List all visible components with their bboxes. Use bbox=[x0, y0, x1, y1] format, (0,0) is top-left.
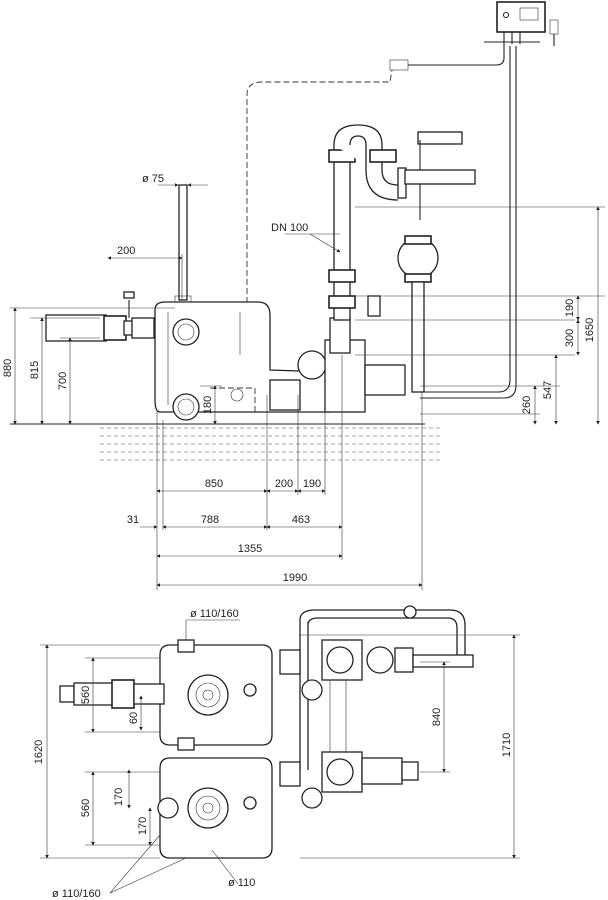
dim-560-upper: 560 bbox=[80, 686, 92, 704]
dim-463: 463 bbox=[292, 514, 310, 526]
top-inlet bbox=[59, 679, 165, 709]
dim-300: 300 bbox=[564, 329, 576, 347]
top-pipework bbox=[279, 605, 474, 809]
dim-850: 850 bbox=[205, 478, 223, 490]
dim-880: 880 bbox=[2, 359, 14, 377]
float-switch bbox=[389, 59, 409, 71]
dim-560-lower: 560 bbox=[80, 799, 92, 817]
vent-pipe bbox=[174, 184, 192, 309]
dim-1990: 1990 bbox=[283, 572, 307, 584]
inlet-pipe bbox=[45, 291, 155, 342]
dim-260: 260 bbox=[521, 396, 533, 414]
dim-200-top: 200 bbox=[117, 245, 135, 257]
control-cable bbox=[408, 44, 505, 66]
dim-700: 700 bbox=[57, 372, 69, 390]
gate-valve bbox=[397, 131, 476, 393]
dim-547: 547 bbox=[542, 381, 554, 399]
dim-170-a: 170 bbox=[113, 788, 125, 806]
dim-1710: 1710 bbox=[501, 733, 513, 757]
label-dia-110-160-top: ø 110/160 bbox=[190, 608, 239, 620]
dim-190-right: 190 bbox=[564, 299, 576, 317]
dim-1620: 1620 bbox=[33, 740, 45, 764]
dim-788: 788 bbox=[201, 514, 219, 526]
dim-1355: 1355 bbox=[238, 543, 262, 555]
ground-hatch bbox=[10, 423, 440, 461]
dim-180: 180 bbox=[202, 396, 214, 414]
cable bbox=[246, 69, 393, 312]
dim-170-b: 170 bbox=[137, 817, 149, 835]
top-tank-upper bbox=[159, 639, 273, 751]
dim-1650: 1650 bbox=[584, 318, 596, 342]
top-view: ø 110/160 ø 110/160 ø 110 1620 560 560 6… bbox=[33, 605, 520, 900]
label-dia-110: ø 110 bbox=[228, 877, 255, 889]
dim-840: 840 bbox=[431, 708, 443, 726]
dim-200-bottom: 200 bbox=[275, 478, 293, 490]
label-dia-75: ø 75 bbox=[142, 173, 164, 185]
pump-motor bbox=[269, 317, 406, 413]
control-unit bbox=[484, 1, 559, 46]
top-tank-lower bbox=[157, 757, 273, 859]
side-view: 880 815 700 180 190 300 1650 547 260 ø 7… bbox=[2, 1, 605, 590]
discharge-pipe bbox=[328, 124, 407, 321]
label-dia-110-160-bottom: ø 110/160 bbox=[52, 888, 101, 900]
dim-815: 815 bbox=[29, 361, 41, 379]
dim-60: 60 bbox=[128, 712, 140, 724]
dim-31: 31 bbox=[127, 514, 139, 526]
dim-190-bottom: 190 bbox=[303, 478, 321, 490]
label-dn100: DN 100 bbox=[271, 222, 308, 234]
